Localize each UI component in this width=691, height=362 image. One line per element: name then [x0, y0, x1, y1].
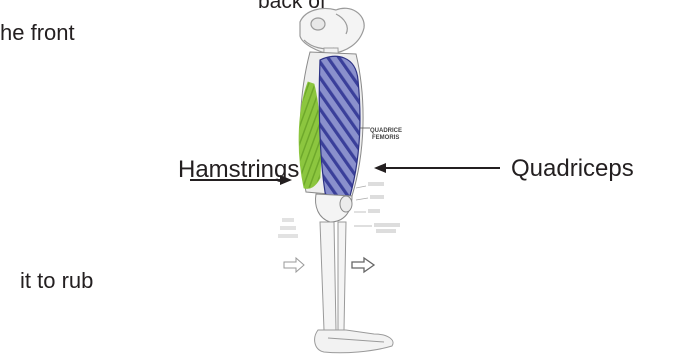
svg-text:QUADRICE: QUADRICE [370, 128, 402, 134]
quadriceps-muscle [319, 56, 360, 198]
hamstrings-label: Hamstrings [178, 158, 299, 182]
quadriceps-small-label: QUADRICE FEMORIS [360, 128, 402, 141]
quadriceps-label: Quadriceps [511, 157, 634, 181]
knee-joint [316, 194, 352, 222]
pelvis-bone [300, 8, 364, 54]
foot-bones [315, 330, 393, 353]
lower-leg-bones [320, 222, 346, 330]
quadriceps-arrow [374, 163, 500, 173]
svg-text:FEMORIS: FEMORIS [372, 135, 399, 141]
